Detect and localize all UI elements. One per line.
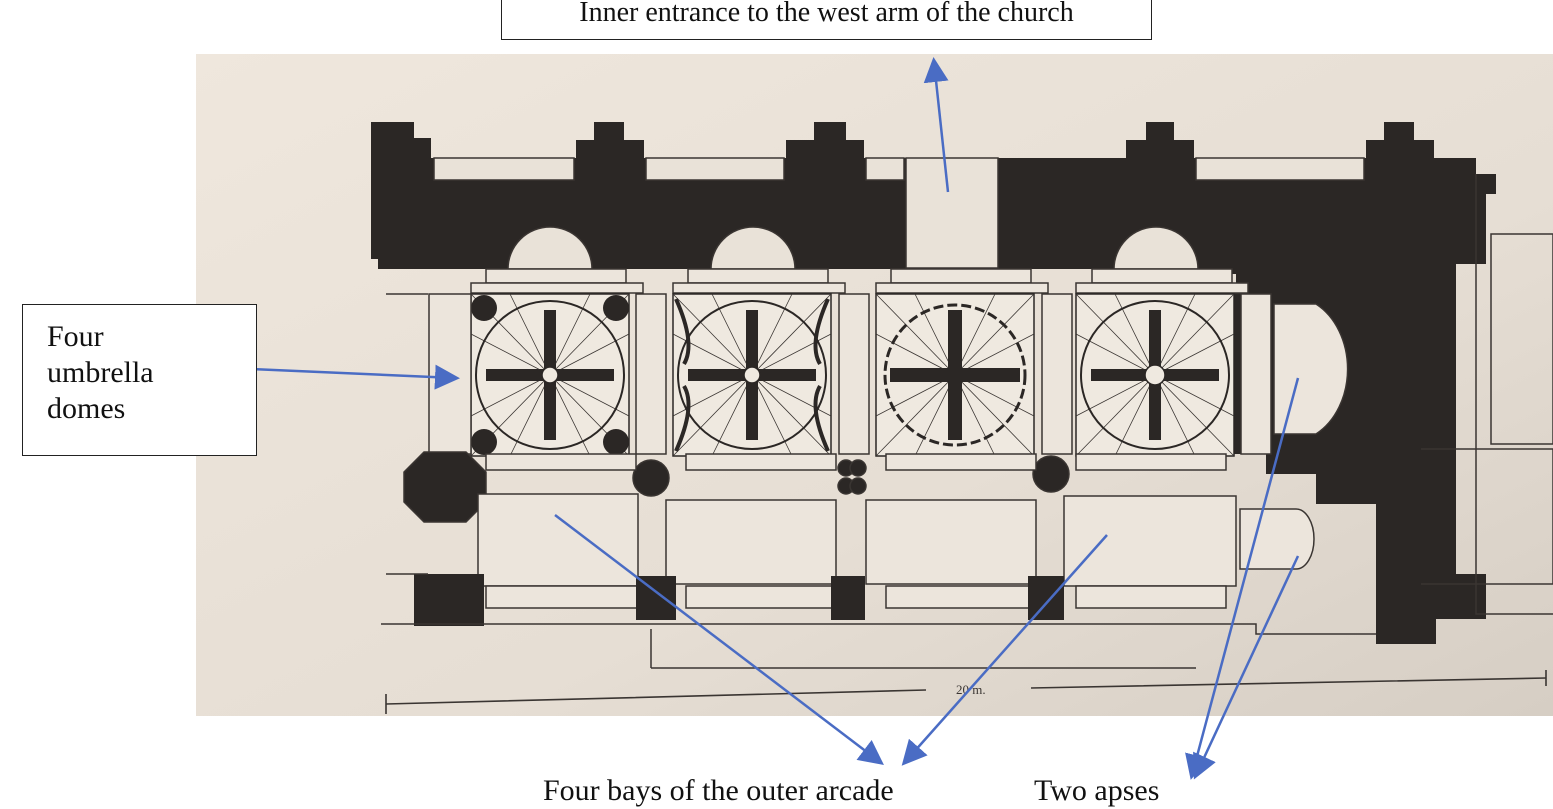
- round-piers: [403, 451, 1070, 523]
- wall-niches: [433, 157, 1365, 270]
- church-floor-plan-image: 20 m.: [196, 54, 1553, 716]
- piers: [428, 293, 1272, 455]
- dome-ribs: [470, 293, 1235, 457]
- bays-label: Four bays of the outer arcade: [543, 774, 894, 807]
- dome-platforms: [470, 268, 1249, 294]
- apses-label: Two apses: [1034, 774, 1160, 807]
- plan-walls: [371, 122, 1496, 644]
- dome-centers: [541, 364, 1166, 386]
- entrance-label-text: Inner entrance to the west arm of the ch…: [579, 0, 1074, 28]
- dome-arcs: [475, 300, 1230, 450]
- scale-label: 20 m.: [956, 682, 986, 697]
- dome-corners: [471, 295, 830, 455]
- domes-label-text: Four umbrella domes: [47, 320, 154, 425]
- entrance-label-box: Inner entrance to the west arm of the ch…: [501, 0, 1152, 40]
- domes-label-box: Four umbrella domes: [22, 304, 257, 456]
